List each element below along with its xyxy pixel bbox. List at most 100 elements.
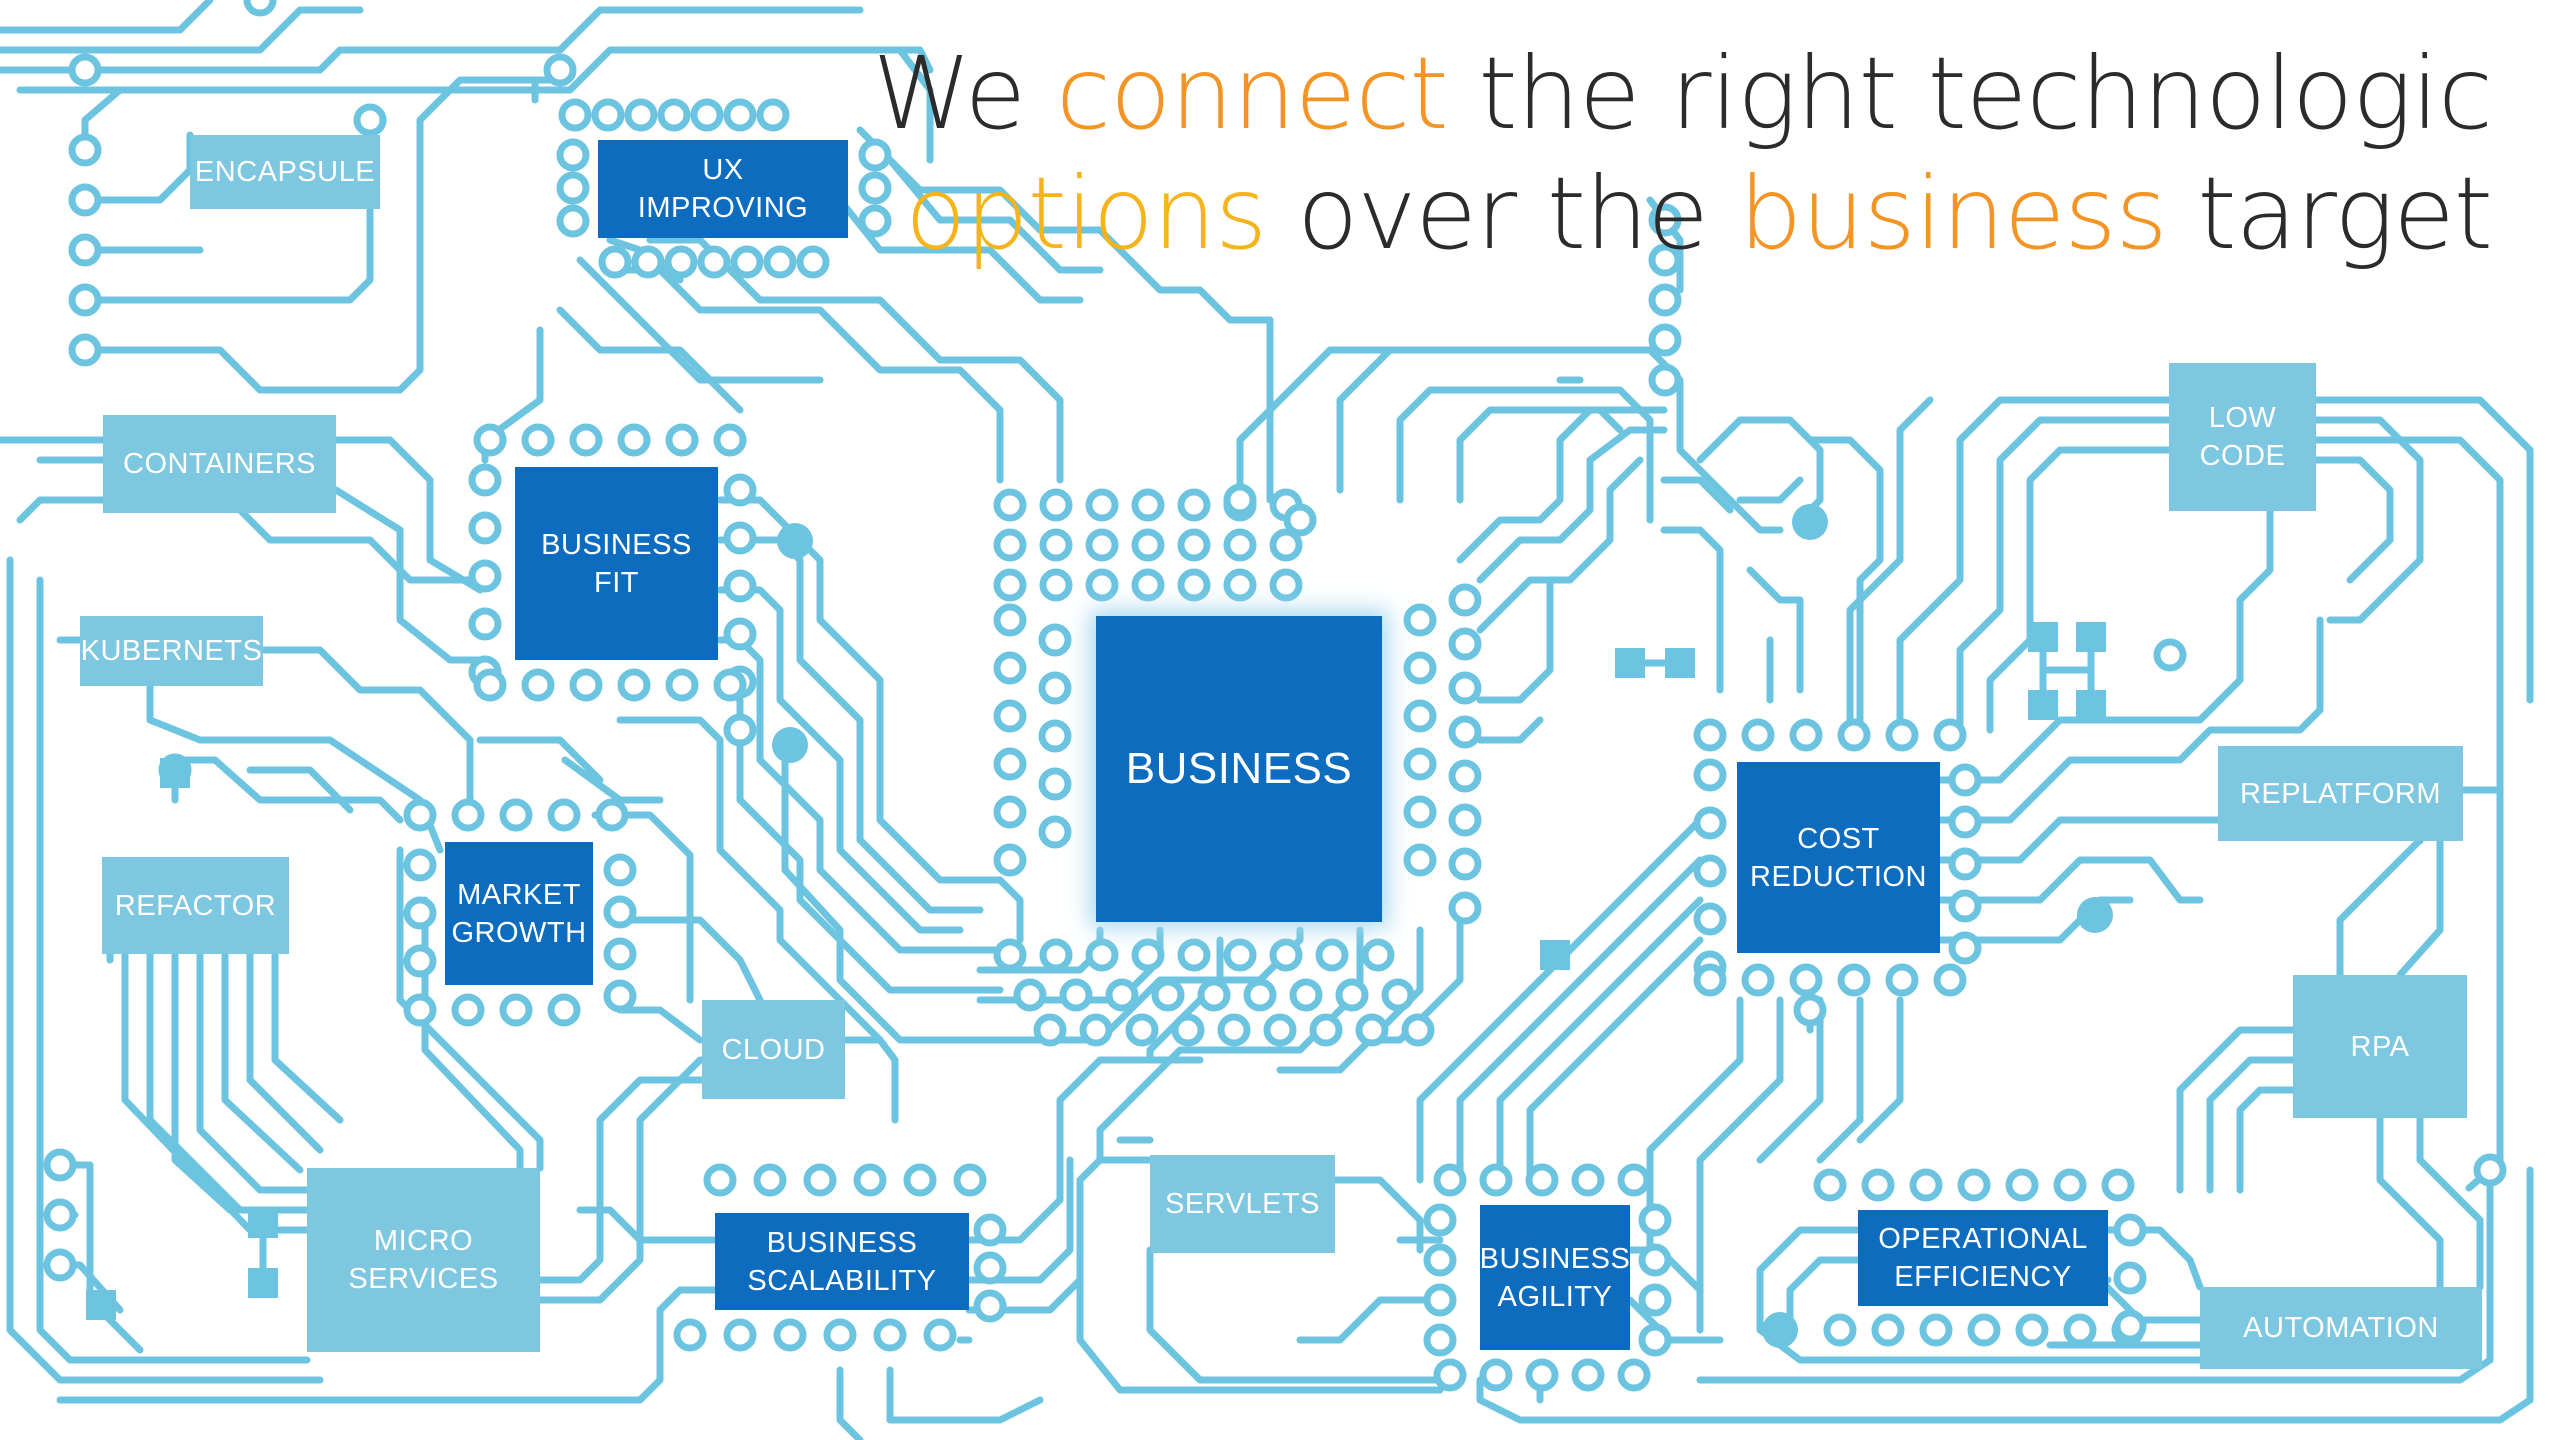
square-pad xyxy=(86,1290,116,1320)
trace xyxy=(1660,526,1724,694)
pad xyxy=(1909,1168,1943,1202)
pad xyxy=(1038,719,1072,753)
trace xyxy=(1331,1176,1424,1254)
servlets-tag: SERVLETS xyxy=(1150,1155,1335,1253)
headline-accent-business: business xyxy=(1738,155,2168,272)
trace xyxy=(246,766,354,814)
pad xyxy=(1948,847,1982,881)
trace xyxy=(1596,1166,2534,1424)
trace xyxy=(536,1076,706,1284)
via-dot xyxy=(1792,504,1828,540)
pad xyxy=(1837,963,1871,997)
pad xyxy=(43,1148,77,1182)
pad xyxy=(1085,938,1119,972)
pad xyxy=(1861,1168,1895,1202)
pad xyxy=(697,245,731,279)
pad xyxy=(1177,568,1211,602)
pad xyxy=(243,0,277,17)
pad xyxy=(993,528,1027,562)
connector-pads xyxy=(43,0,2507,1392)
trace xyxy=(1816,996,1864,1164)
pad xyxy=(1403,699,1437,733)
trace xyxy=(1496,896,1704,1184)
pad xyxy=(673,1318,707,1352)
pad xyxy=(403,798,437,832)
pad xyxy=(1423,1323,1457,1357)
trace xyxy=(1660,476,1734,514)
pad xyxy=(2473,1153,2507,1187)
pad xyxy=(1448,891,1482,925)
pad xyxy=(993,699,1027,733)
kubernets-tag: KUBERNETS xyxy=(80,616,263,686)
pad xyxy=(1448,715,1482,749)
pad xyxy=(1448,627,1482,661)
pad xyxy=(1059,978,1093,1012)
pad xyxy=(1039,938,1073,972)
trace xyxy=(81,76,564,394)
pad xyxy=(43,1198,77,1232)
pad xyxy=(973,1289,1007,1323)
pad xyxy=(690,98,724,132)
business-scalability-chip: BUSINESS SCALABILITY xyxy=(715,1213,969,1310)
pad xyxy=(2113,1309,2147,1343)
pad xyxy=(603,937,637,971)
trace xyxy=(576,1206,719,1244)
pad xyxy=(1131,568,1165,602)
pad xyxy=(1648,323,1682,357)
pad xyxy=(1403,747,1437,781)
pad xyxy=(1033,1013,1067,1047)
pad xyxy=(2005,1168,2039,1202)
trace xyxy=(716,496,1024,944)
pad xyxy=(569,423,603,457)
pad xyxy=(403,848,437,882)
pad xyxy=(1638,1323,1672,1357)
pad xyxy=(521,668,555,702)
pad xyxy=(1217,1013,1251,1047)
pad xyxy=(468,607,502,641)
pad xyxy=(1948,805,1982,839)
pad xyxy=(1693,963,1727,997)
square-pad xyxy=(2028,690,2058,720)
pad xyxy=(521,423,555,457)
pad xyxy=(68,283,102,317)
pad xyxy=(756,98,790,132)
pad xyxy=(1355,1013,1389,1047)
pad xyxy=(1648,283,1682,317)
pad xyxy=(993,568,1027,602)
trace xyxy=(2312,416,2424,624)
pad xyxy=(43,1248,77,1282)
pad xyxy=(1381,978,1415,1012)
containers-tag: CONTAINERS xyxy=(103,415,336,513)
trace xyxy=(716,676,1004,994)
pad xyxy=(1693,718,1727,752)
via-dot xyxy=(1762,1312,1798,1348)
pad xyxy=(723,617,757,651)
via-dot xyxy=(2077,897,2113,933)
pad xyxy=(1638,1203,1672,1237)
trace xyxy=(1456,856,1704,1184)
trace xyxy=(36,576,311,1364)
trace xyxy=(1076,1156,1444,1394)
pad xyxy=(68,183,102,217)
pad xyxy=(2053,1168,2087,1202)
pad xyxy=(1741,963,1775,997)
trace xyxy=(616,916,764,1004)
pad xyxy=(973,1213,1007,1247)
trace xyxy=(1696,416,1824,524)
trace xyxy=(2396,837,2444,979)
pad xyxy=(2113,1261,2147,1295)
pad xyxy=(1263,1013,1297,1047)
pad xyxy=(993,651,1027,685)
pad xyxy=(1223,938,1257,972)
pad xyxy=(1283,503,1317,537)
pad xyxy=(603,853,637,887)
pad xyxy=(713,423,747,457)
trace xyxy=(2206,1056,2297,1194)
headline-accent-connect: connect xyxy=(1055,35,1449,152)
pad xyxy=(723,1318,757,1352)
ux-improving-chip: UX IMPROVING xyxy=(598,140,848,238)
pad xyxy=(858,171,892,205)
pad xyxy=(858,138,892,172)
pad xyxy=(1403,843,1437,877)
pad xyxy=(2113,1213,2147,1247)
